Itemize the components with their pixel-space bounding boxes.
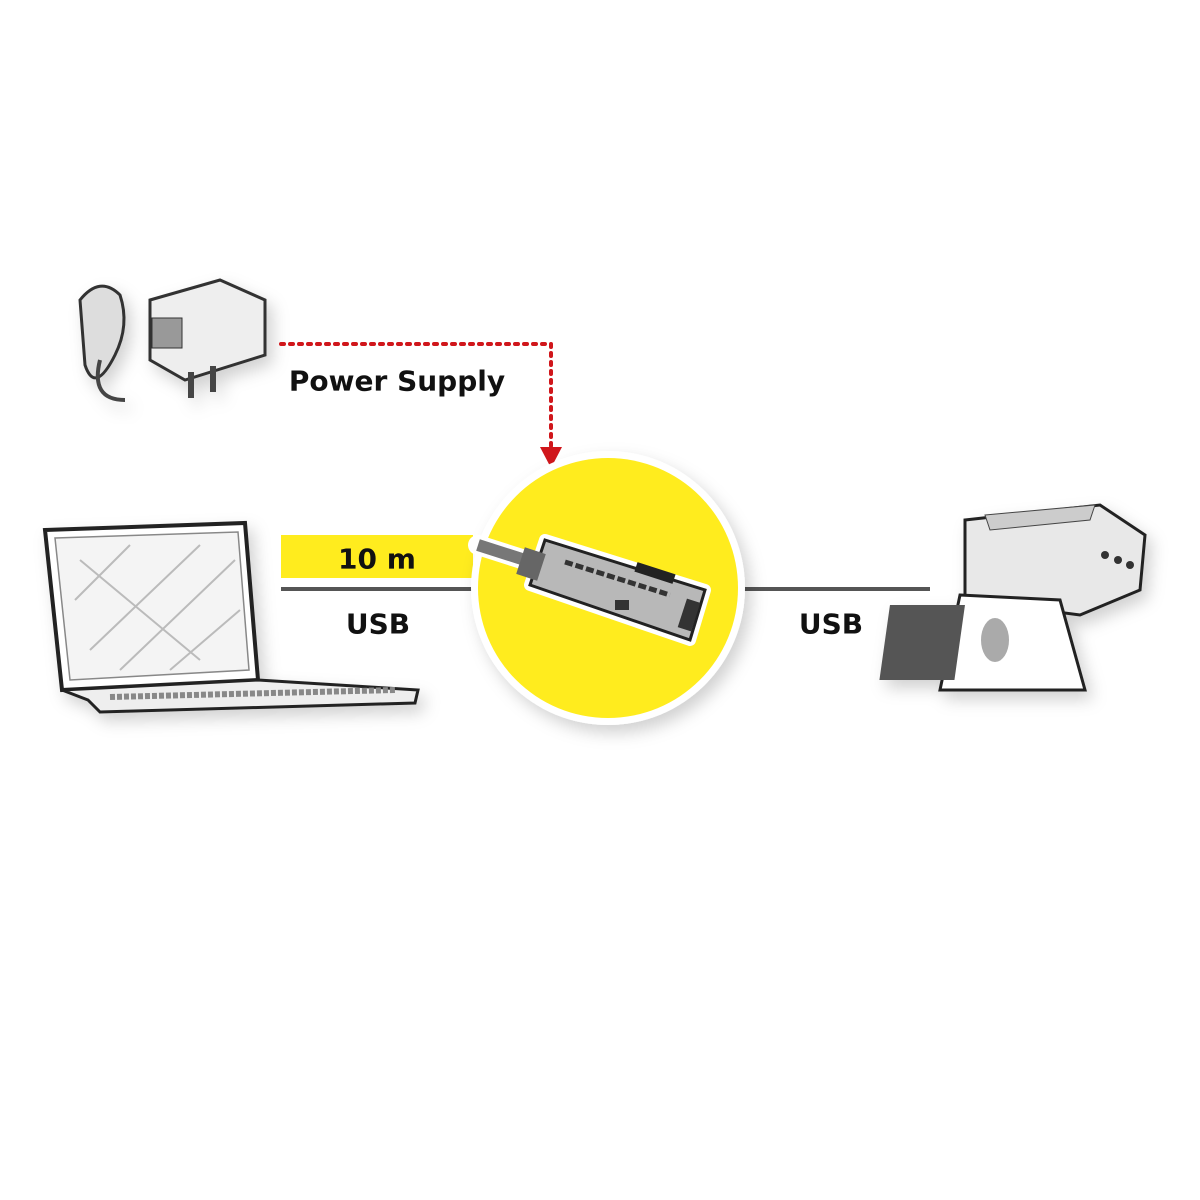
laptop-icon bbox=[42, 520, 420, 714]
usb-left-label: USB bbox=[345, 607, 411, 641]
length-label: 10 m bbox=[338, 542, 416, 576]
length-bar bbox=[281, 535, 473, 578]
usb-right-label: USB bbox=[798, 607, 864, 641]
power-supply-label: Power Supply bbox=[288, 364, 506, 398]
printer-icon bbox=[879, 503, 1147, 692]
power-arrow bbox=[279, 342, 562, 468]
usb-extension-cable-icon bbox=[468, 534, 711, 646]
power-adapter-icon bbox=[78, 278, 267, 402]
